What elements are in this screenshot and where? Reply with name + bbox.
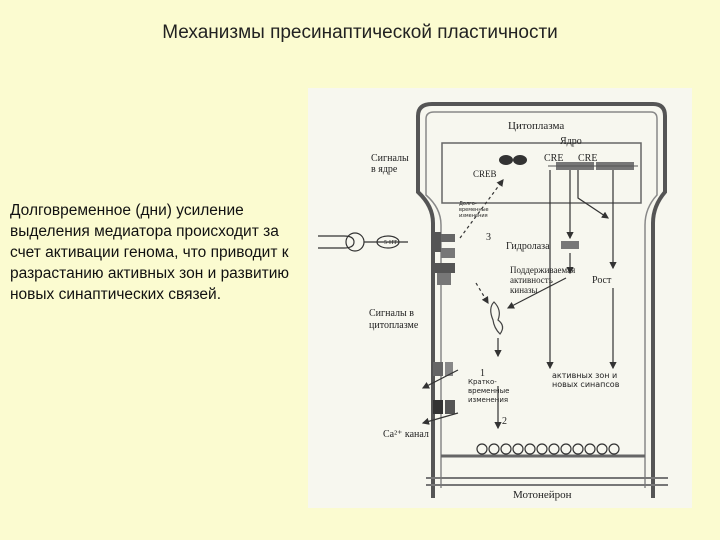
label-signals-nucleus-1: Сигналы — [371, 153, 409, 164]
creb-protein-2 — [513, 155, 527, 165]
neuron-outline-outer — [416, 102, 667, 498]
label-signals-cyto-1: Сигналы в — [369, 308, 414, 319]
label-5ht: 5-НТ — [384, 240, 397, 246]
receptor-complex — [433, 232, 455, 285]
label-creb: CREB — [473, 169, 497, 179]
neuron-diagram: Цитоплазма Ядро Сигналы в ядре CREB CRE … — [308, 88, 692, 508]
label-short-term-2: временные — [468, 387, 509, 395]
label-motoneuron: Мотонейрон — [513, 489, 572, 501]
label-cytoplasm: Цитоплазма — [508, 120, 564, 132]
serotonin-terminal — [318, 232, 408, 252]
label-maintained-2: активность — [510, 275, 553, 285]
label-long-term-2: временные — [459, 207, 489, 213]
label-long-term-1: Долго- — [459, 201, 477, 207]
signal-arrows — [421, 170, 617, 430]
neuron-outline-inner — [425, 111, 658, 488]
label-maintained-1: Поддерживаемая — [510, 265, 575, 275]
label-signals-cyto-2: цитоплазме — [369, 320, 419, 331]
label-maintained-3: киназы — [510, 285, 538, 295]
label-num-3: 3 — [486, 232, 491, 243]
label-zones-2: новых синапсов — [552, 380, 620, 389]
label-nucleus: Ядро — [560, 136, 582, 147]
label-long-term-3: изменения — [459, 213, 488, 219]
body-text: Долговременное (дни) усиление выделения … — [10, 202, 290, 303]
postsynaptic-membrane — [426, 477, 668, 486]
label-num-1: 1 — [480, 368, 485, 379]
ion-channel-1 — [433, 362, 453, 376]
label-hydrolase: Гидролаза — [506, 241, 550, 252]
label-cre-2: CRE — [578, 153, 597, 164]
nucleus-box — [441, 142, 642, 204]
slide-title: Механизмы пресинаптической пластичности — [162, 22, 558, 43]
label-signals-nucleus-2: в ядре — [371, 164, 398, 175]
label-short-term-3: изменения — [468, 396, 508, 404]
label-zones-1: активных зон и — [552, 371, 617, 380]
label-short-term-1: Кратко- — [468, 378, 497, 386]
label-cre-1: CRE — [544, 153, 563, 164]
kinase-shape — [490, 301, 504, 335]
label-num-2: 2 — [502, 416, 507, 427]
hydrolase-block — [561, 241, 579, 249]
ion-channel-2 — [433, 400, 455, 414]
label-growth: Рост — [592, 275, 612, 286]
creb-protein — [499, 155, 513, 165]
vesicle-row — [476, 443, 620, 455]
label-ca-channel: Ca²⁺ канал — [383, 429, 429, 440]
